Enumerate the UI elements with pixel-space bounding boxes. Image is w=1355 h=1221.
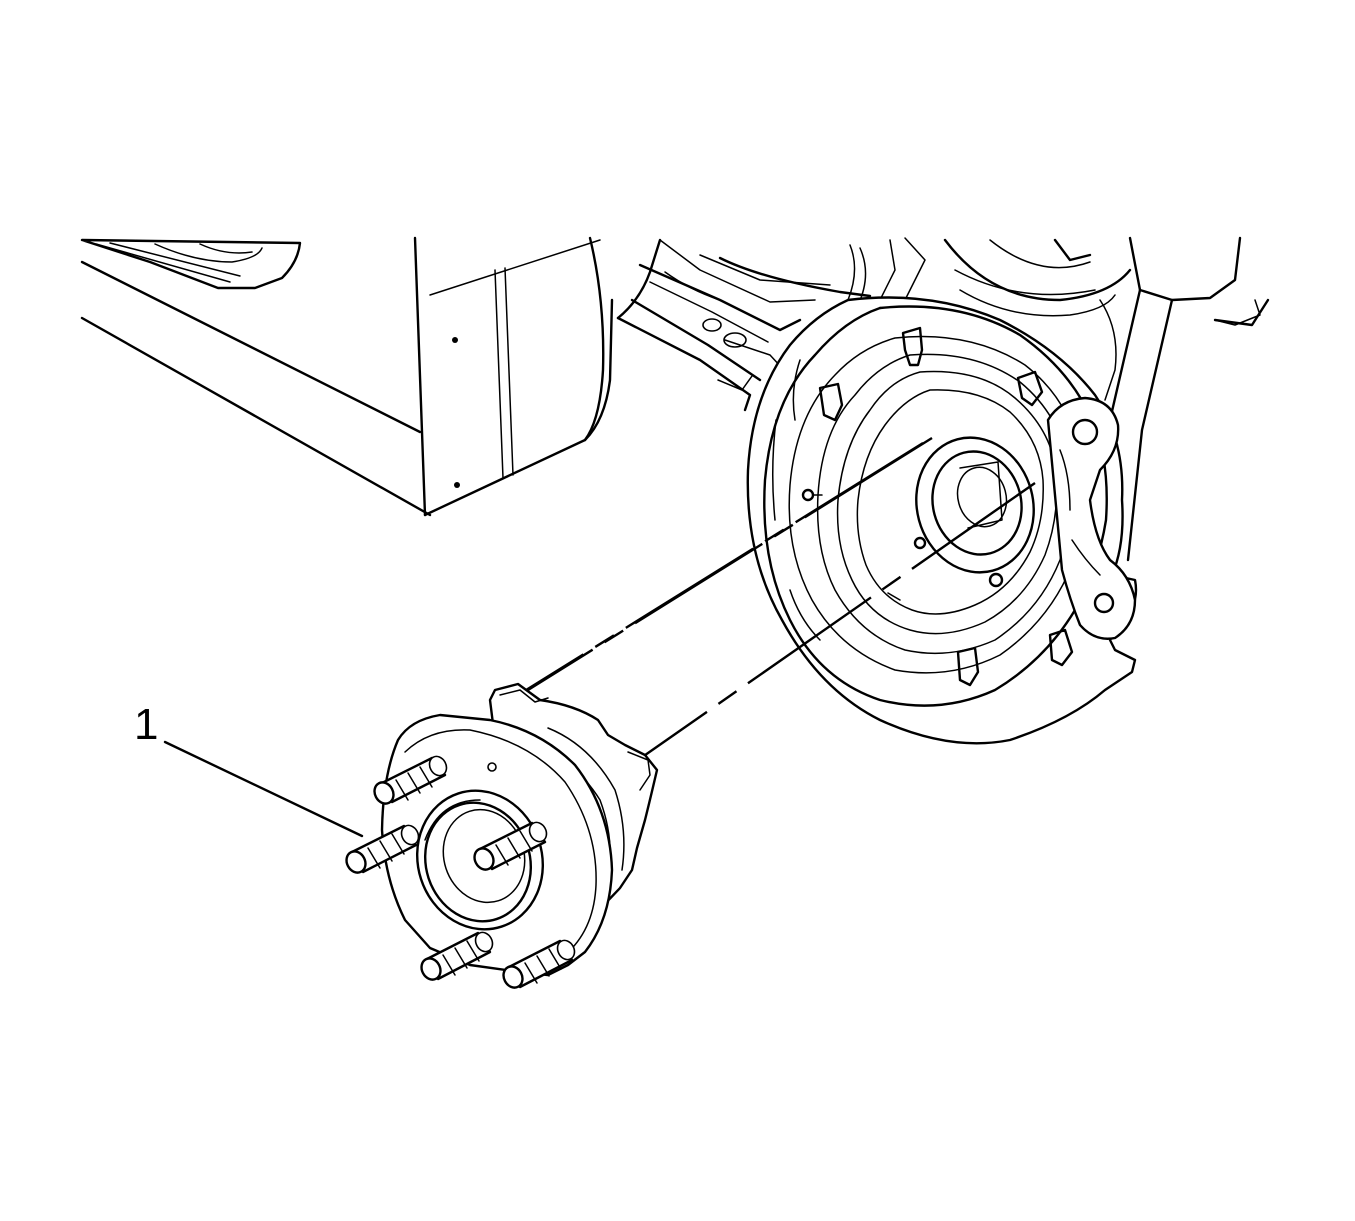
vehicle-body-panel: [82, 238, 612, 515]
wheel-stud-center: [471, 819, 550, 873]
knuckle-bearing-bore: [803, 424, 1049, 586]
callout-leader-line: [165, 742, 362, 836]
alignment-lines: [510, 438, 1035, 760]
wheel-stud-top: [371, 753, 450, 807]
wheel-stud-left: [343, 822, 422, 876]
callout-label-1: 1: [134, 700, 159, 749]
steering-knuckle: [1048, 398, 1135, 639]
wheel-hub-bearing-assembly: [343, 684, 657, 991]
coil-spring-and-shock: [945, 238, 1268, 560]
wheel-stud-bottom-right: [500, 937, 578, 991]
rear-suspension-crossmember: [618, 238, 925, 410]
wheel-stud-bottom-left: [418, 929, 496, 983]
